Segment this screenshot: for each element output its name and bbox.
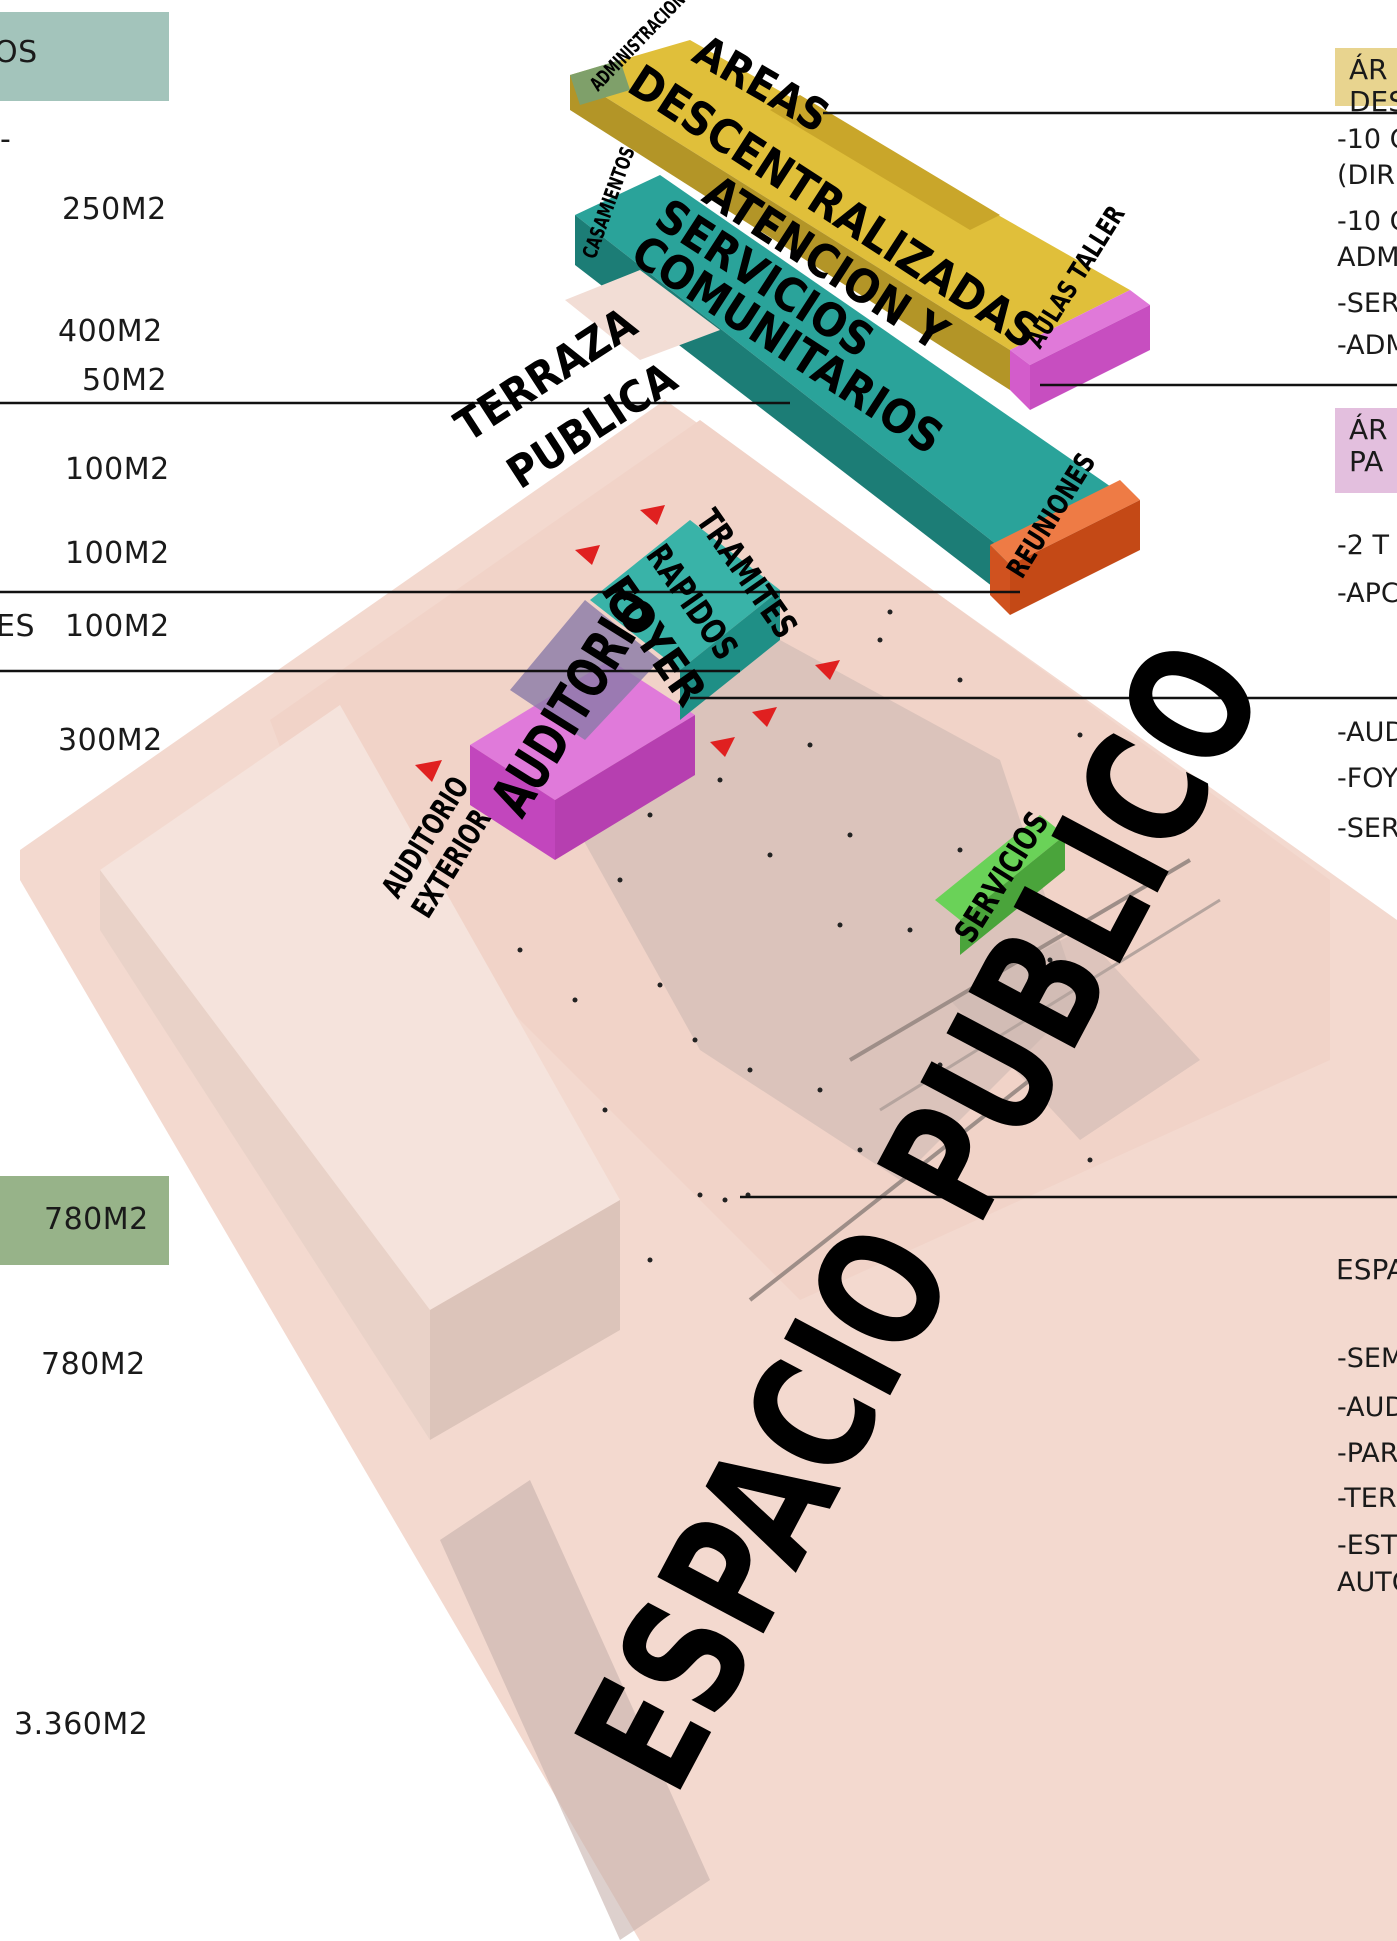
yellow-bar-front xyxy=(570,75,1010,390)
right-header-2-line-1: ÁR xyxy=(1349,413,1388,446)
ramp-line-3 xyxy=(879,898,1221,1112)
right-list-4-item-2: -AUD xyxy=(1337,1392,1397,1423)
entrance-marker-6 xyxy=(415,760,442,782)
right-list-1-item-1: -10 C xyxy=(1337,124,1397,155)
aulas-taller-top xyxy=(1010,290,1150,365)
left-area-2: 400M2 xyxy=(58,314,163,349)
left-header-bottom-text: 780M2 xyxy=(44,1202,149,1237)
right-list-4-item-6: AUTO xyxy=(1337,1567,1397,1598)
right-header-4: ESPA xyxy=(1336,1253,1397,1286)
yellow-bar-hole xyxy=(770,95,1000,230)
people-figures xyxy=(517,609,1103,1263)
servicios-top xyxy=(935,815,1065,920)
right-list-4-item-4: -TER xyxy=(1337,1483,1397,1514)
right-list-1-item-5: -SER xyxy=(1337,288,1397,319)
right-list-4-item-5: -EST xyxy=(1337,1530,1397,1561)
auditorio-front xyxy=(470,745,555,860)
terraza-block xyxy=(565,270,720,360)
reuniones-front xyxy=(990,545,1010,615)
right-list-1-item-2: (DIR xyxy=(1337,160,1396,191)
reuniones-side xyxy=(1010,500,1140,615)
right-list-1-item-6: -ADM xyxy=(1337,330,1397,361)
tramites-front xyxy=(680,590,780,720)
right-list-2-item-1: -2 T xyxy=(1337,530,1389,561)
existing-building-side xyxy=(100,870,430,1440)
right-header-2: ÁR PA xyxy=(1335,408,1397,493)
left-area-7: 300M2 xyxy=(58,723,163,758)
right-list-4-item-1: -SEM xyxy=(1337,1343,1397,1374)
right-header-1: ÁR DES xyxy=(1335,48,1397,118)
shadow-zone-3 xyxy=(950,930,1200,1140)
yellow-bar-top xyxy=(570,40,1130,350)
auditorio-side xyxy=(555,715,695,860)
existing-building-top xyxy=(100,705,620,1310)
existing-building-front xyxy=(430,1200,620,1440)
right-header-2-line-2: PA xyxy=(1349,445,1384,479)
entrance-marker-5 xyxy=(710,737,735,757)
tramites-top xyxy=(590,520,780,670)
leader-lines xyxy=(0,111,1397,1199)
reuniones-top xyxy=(990,480,1140,565)
ramp-line-2 xyxy=(848,858,1192,1062)
left-area-8: 780M2 xyxy=(41,1347,146,1382)
ramp-line-1 xyxy=(748,1078,1032,1302)
left-dash: - xyxy=(0,122,12,157)
entrance-marker-2 xyxy=(575,545,600,565)
right-list-1-item-3: -10 C xyxy=(1337,206,1397,237)
right-list-4-item-3: -PAR xyxy=(1337,1438,1397,1469)
right-list-3-item-2: -FOY xyxy=(1337,763,1397,794)
shadow-zone-2 xyxy=(440,1480,710,1940)
left-total: 3.360M2 xyxy=(14,1707,149,1742)
aulas-taller-front xyxy=(1010,350,1030,410)
entrance-marker-4 xyxy=(752,707,777,727)
left-area-3: 50M2 xyxy=(82,363,168,398)
left-area-6: 100M2 xyxy=(65,609,170,644)
left-header-top: OS xyxy=(0,12,169,101)
right-list-3-item-3: -SER xyxy=(1337,813,1397,844)
servicios-front xyxy=(960,835,1065,955)
entrance-marker-1 xyxy=(640,505,665,525)
left-header-top-text: OS xyxy=(0,35,38,70)
admin-top xyxy=(570,60,630,105)
left-area-6-prefix: ES xyxy=(0,609,35,644)
right-list-3-item-1: -AUD xyxy=(1337,717,1397,748)
right-list-1-item-4: ADM xyxy=(1337,242,1397,273)
left-area-5: 100M2 xyxy=(65,536,170,571)
entrance-marker-3 xyxy=(815,660,840,680)
left-header-bottom: 780M2 xyxy=(0,1176,169,1265)
right-header-1-line-2: DES xyxy=(1349,85,1397,119)
left-area-1: 250M2 xyxy=(62,192,167,227)
left-area-4: 100M2 xyxy=(65,452,170,487)
teal-bar-top xyxy=(575,175,1130,555)
right-header-1-line-1: ÁR xyxy=(1349,53,1388,86)
right-list-2-item-2: -APC xyxy=(1337,578,1397,609)
